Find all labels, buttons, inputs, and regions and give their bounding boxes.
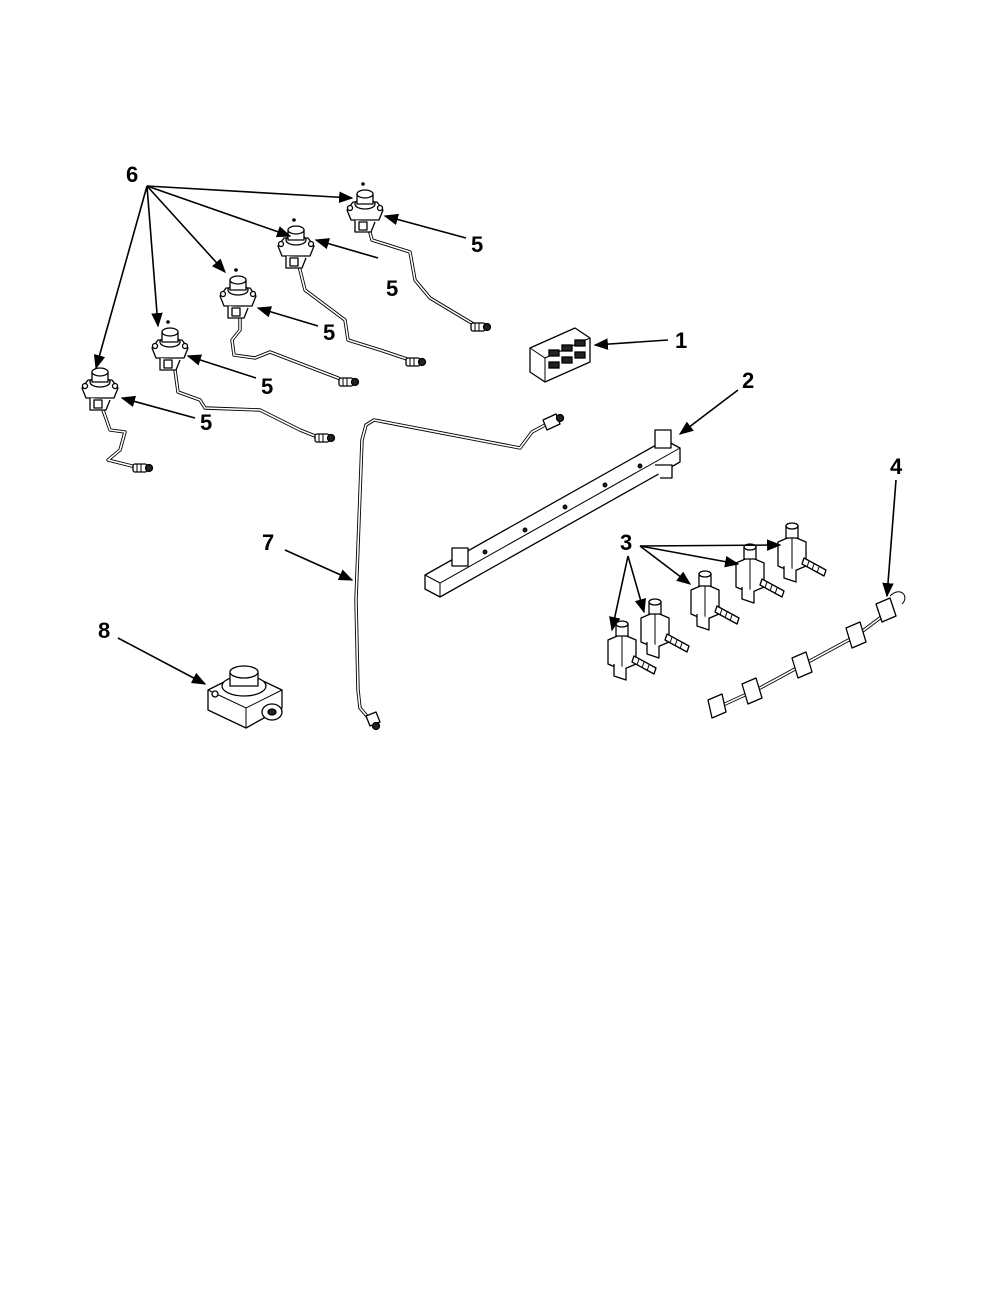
callout-5-a: 5 [471, 232, 483, 257]
callout-5-b: 5 [386, 276, 398, 301]
callout-7: 7 [262, 530, 274, 555]
callout-8: 8 [98, 618, 110, 643]
gas-tube-part [354, 413, 565, 731]
callout-2: 2 [742, 368, 754, 393]
callout-5-c: 5 [323, 320, 335, 345]
pressure-regulator-part [207, 665, 283, 729]
callout-6: 6 [126, 162, 138, 187]
callout-1: 1 [675, 328, 687, 353]
callout-3: 3 [620, 530, 632, 555]
igniter-harness-part [707, 591, 906, 719]
callout-5-e: 5 [200, 410, 212, 435]
manifold-bar-part [424, 429, 681, 598]
callout-5-d: 5 [261, 374, 273, 399]
spark-module-part [529, 327, 591, 383]
burner-valve-assemblies-part [81, 181, 492, 473]
leader-lines [93, 185, 897, 685]
callout-4: 4 [890, 454, 903, 479]
